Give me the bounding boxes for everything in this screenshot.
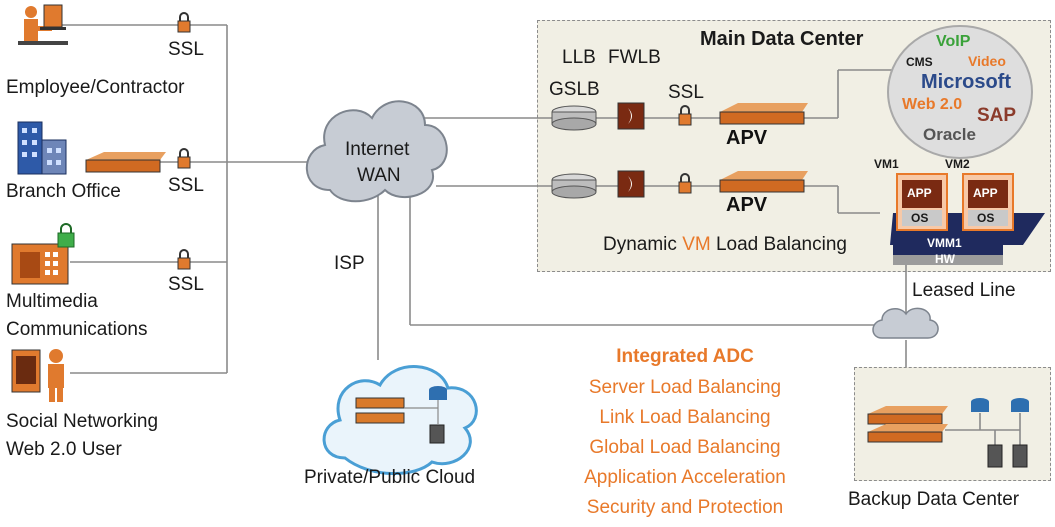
voip-label: VoIP (936, 33, 971, 50)
firewall-icon (617, 102, 645, 198)
private-cloud-label: Private/Public Cloud (304, 467, 476, 488)
isp-label: ISP (334, 253, 365, 274)
web20-label: Web 2.0 (902, 96, 963, 113)
adc-item-server: Server Load Balancing (588, 377, 782, 398)
gslb-router-icon (551, 105, 597, 131)
cms-label: CMS (906, 55, 933, 69)
fwlb-label: FWLB (608, 47, 661, 68)
multimedia-phone-icon (11, 223, 75, 285)
vm1-app-label: APP (907, 186, 932, 200)
ssl-lock-icons (177, 12, 692, 270)
backup-appliances-icon (867, 406, 948, 443)
llb-label: LLB (562, 47, 596, 68)
ssl-label-employee: SSL (168, 39, 204, 60)
dynamic-text: Dynamic (603, 234, 683, 255)
branch-appliance-icon (85, 152, 166, 173)
vm-platform (890, 173, 1045, 265)
multimedia-label-line1: Multimedia (6, 291, 98, 312)
social-label-line2: Web 2.0 User (6, 439, 122, 460)
apv-label-2: APV (726, 194, 768, 216)
hw-label: HW (935, 252, 955, 266)
internet-cloud-icon (305, 100, 448, 203)
microsoft-label: Microsoft (921, 71, 1011, 93)
social-user-icon (11, 349, 64, 402)
vm2-os-label: OS (977, 211, 995, 225)
backup-database-icons (971, 398, 1029, 468)
employee-label: Employee/Contractor (6, 77, 185, 98)
adc-item-acceleration: Application Acceleration (584, 467, 786, 488)
wan-label: WAN (357, 165, 401, 186)
connection-lines (60, 24, 1021, 445)
sap-label: SAP (977, 105, 1017, 126)
vmm-label: VMM1 (927, 236, 962, 250)
multimedia-label-line2: Communications (6, 319, 148, 340)
dynamic-vm-lb-label: Dynamic VM Load Balancing (603, 233, 847, 257)
employee-icon (18, 4, 68, 45)
apv-label-1: APV (726, 127, 768, 149)
oracle-label: Oracle (923, 125, 976, 144)
router-icon (551, 173, 597, 199)
main-ssl-label: SSL (668, 82, 704, 103)
adc-title: Integrated ADC (616, 346, 754, 367)
load-balancing-text: Load Balancing (710, 234, 847, 255)
adc-item-link: Link Load Balancing (599, 407, 771, 428)
backup-dc-label: Backup Data Center (848, 489, 1020, 510)
vm1-label: VM1 (874, 157, 899, 171)
vm1-os-label: OS (911, 211, 929, 225)
adc-item-security: Security and Protection (586, 497, 784, 518)
private-cloud-icon (322, 365, 478, 476)
vm2-app-label: APP (973, 186, 998, 200)
branch-building-icon (17, 121, 67, 175)
ssl-label-branch: SSL (168, 175, 204, 196)
gslb-label: GSLB (549, 79, 600, 100)
vm2-label: VM2 (945, 157, 970, 171)
vm-text: VM (682, 234, 711, 255)
leased-line-label: Leased Line (912, 280, 1016, 301)
social-label-line1: Social Networking (6, 411, 159, 432)
ssl-label-multimedia: SSL (168, 274, 204, 295)
branch-office-label: Branch Office (6, 181, 121, 202)
applications-oval (887, 25, 1033, 159)
video-label: Video (968, 53, 1006, 69)
adc-item-global: Global Load Balancing (589, 437, 781, 458)
internet-label: Internet (345, 139, 410, 160)
main-dc-title: Main Data Center (700, 28, 864, 50)
apv-appliance-icon (719, 103, 808, 193)
leased-line-cloud-icon (872, 307, 939, 339)
